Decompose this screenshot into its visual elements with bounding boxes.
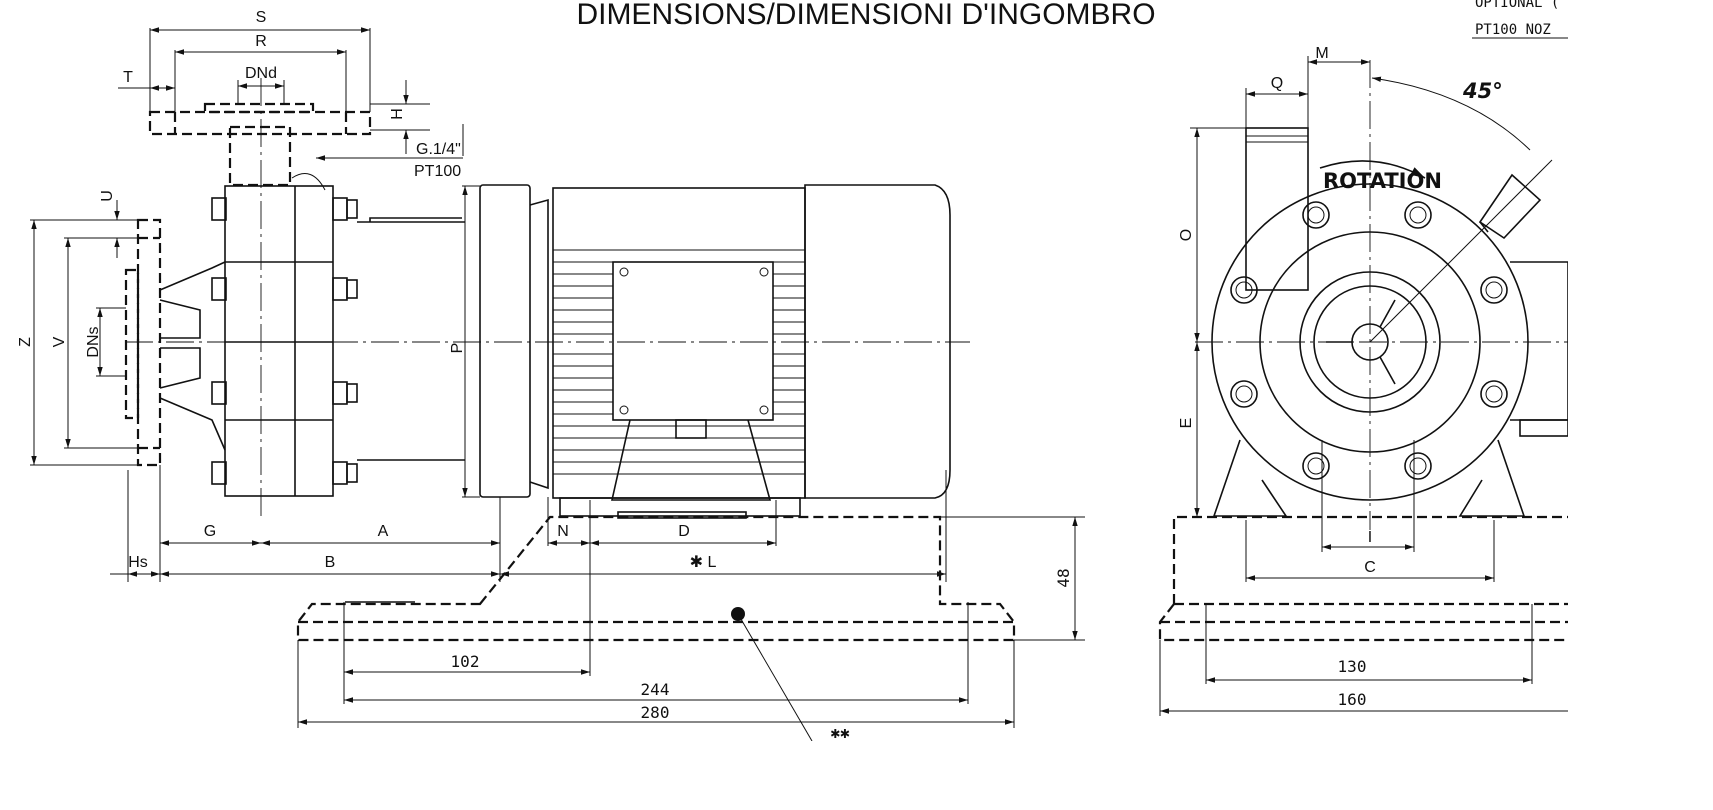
rotation-label: ROTATION: [1323, 169, 1442, 193]
pt100-nozzle: [1478, 173, 1542, 240]
dim-O: O: [1178, 229, 1195, 241]
dim-L: ✱ L: [690, 554, 717, 571]
discharge-flange: [148, 110, 372, 136]
technical-drawing: DIMENSIONS/DIMENSIONI D'INGOMBRO OPTIONA…: [17, 0, 1568, 741]
dim-102: 102: [451, 652, 480, 671]
terminal-box: [612, 261, 774, 421]
base-plate-front: [1158, 515, 1568, 642]
dim-G: G: [204, 523, 216, 540]
pump-casing: [224, 185, 334, 497]
discharge-nozzle: [228, 125, 292, 187]
dim-160: 160: [1338, 690, 1367, 709]
dim-H: H: [389, 108, 406, 120]
suction-flange: [136, 218, 162, 467]
casing-bolts: [211, 197, 358, 485]
dim-E: E: [1178, 418, 1195, 429]
dim-S: S: [256, 9, 267, 26]
fan-cover: [804, 184, 951, 499]
front-bolts: [1230, 201, 1508, 480]
rotation-angle: 45°: [1462, 79, 1503, 103]
dim-Z: Z: [17, 337, 34, 347]
dim-A: A: [378, 523, 389, 540]
base-note-mark: ✱✱: [830, 723, 850, 741]
dim-M: M: [1315, 45, 1328, 62]
dim-B: B: [325, 554, 336, 571]
drawing-title: DIMENSIONS/DIMENSIONI D'INGOMBRO: [576, 0, 1155, 31]
dim-I: I: [1368, 529, 1372, 546]
optional-note: OPTIONAL (: [1475, 0, 1559, 11]
dim-T: T: [123, 69, 133, 86]
dim-DNd: DNd: [245, 65, 277, 82]
dim-V: V: [51, 336, 68, 347]
dim-N: N: [557, 523, 569, 540]
dim-P: P: [449, 343, 466, 354]
dim-130: 130: [1338, 657, 1367, 676]
pt100-nozzle-note: PT100 NOZ: [1475, 22, 1551, 38]
fitting-thread: G.1/4": [416, 141, 461, 158]
drawing-canvas: DIMENSIONS/DIMENSIONI D'INGOMBRO OPTIONA…: [17, 0, 1568, 741]
side-view-dimensions: S R T DNd H G.1/4" PT100 U Z V: [17, 9, 1085, 728]
dim-244: 244: [641, 680, 670, 699]
dim-DNs: DNs: [85, 326, 102, 357]
front-discharge-pipe: [1245, 127, 1309, 291]
dim-base-height: 48: [1054, 568, 1073, 587]
dim-R: R: [255, 33, 267, 50]
dim-C: C: [1364, 559, 1376, 576]
dim-D: D: [678, 523, 690, 540]
dim-Q: Q: [1271, 75, 1283, 92]
dim-Hs: Hs: [128, 554, 148, 571]
pump-front-view: ROTATION 45°: [1195, 60, 1568, 530]
dim-280: 280: [641, 703, 670, 722]
pump-side-view: [124, 78, 970, 520]
front-view-dimensions: M Q O E I C 130 160: [1159, 45, 1568, 716]
dim-U: U: [99, 190, 116, 202]
motor-flange: [479, 184, 531, 498]
fitting-sensor: PT100: [414, 163, 461, 180]
